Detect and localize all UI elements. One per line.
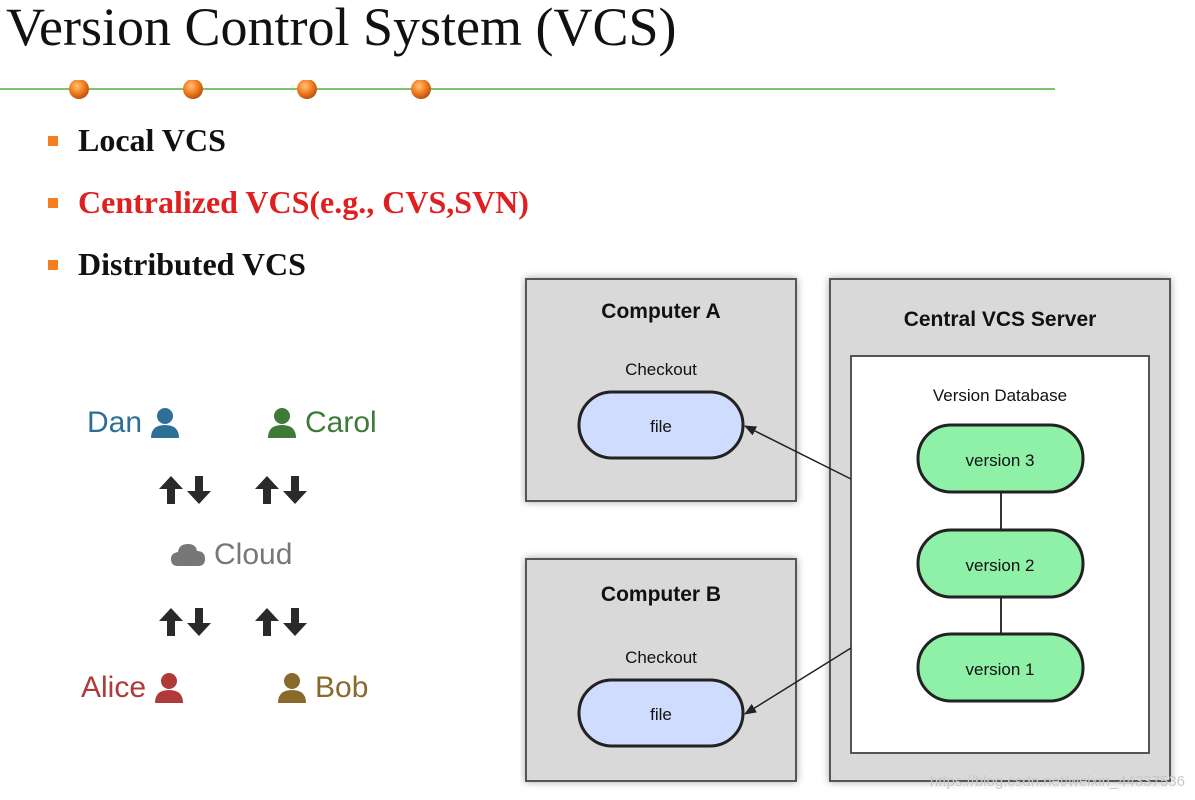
computer-a-file-node <box>577 390 745 460</box>
person-bob: Bob <box>277 671 368 705</box>
arrow-up-icon <box>255 476 279 504</box>
divider-dot <box>297 80 317 99</box>
version-3-node <box>916 423 1085 494</box>
divider-dot <box>411 80 431 99</box>
computer-a-file-label: file <box>650 417 672 436</box>
checkout-arrow-b <box>744 647 852 715</box>
checkout-arrow-a <box>744 425 852 480</box>
bullet-label: Local VCS <box>78 122 226 158</box>
user-icon <box>268 408 296 438</box>
bullet-centralized-vcs: Centralized VCS(e.g., CVS,SVN) <box>48 184 529 246</box>
arrow-up-icon <box>159 476 183 504</box>
central-server-box: Central VCS Server Version Database vers… <box>829 278 1171 782</box>
computer-b-box: Computer B Checkout file <box>525 558 797 782</box>
version-database-label: Version Database <box>933 386 1067 405</box>
computer-b-file-node <box>577 678 745 748</box>
computer-b-file-label: file <box>650 705 672 724</box>
bullet-label: Centralized VCS(e.g., CVS,SVN) <box>78 184 529 220</box>
person-name: Dan <box>87 406 143 439</box>
bullet-local-vcs: Local VCS <box>48 122 529 184</box>
person-name: Carol <box>305 406 377 439</box>
distributed-network-figure: Dan Carol Cloud Alice <box>0 380 480 760</box>
cloud-node: Cloud <box>170 538 292 572</box>
version-1-label: version 1 <box>966 660 1035 679</box>
version-2-node <box>916 528 1085 599</box>
title-divider <box>0 80 1055 99</box>
version-2-label: version 2 <box>966 556 1035 575</box>
divider-dot <box>69 80 89 99</box>
arrow-up-icon <box>255 608 279 636</box>
user-icon <box>155 673 184 703</box>
divider-dot <box>183 80 203 99</box>
computer-b-title: Computer B <box>601 583 721 606</box>
vcs-types-list: Local VCS Centralized VCS(e.g., CVS,SVN)… <box>48 122 529 308</box>
person-carol: Carol <box>267 406 377 440</box>
computer-b-checkout-label: Checkout <box>625 648 697 667</box>
bullet-label: Distributed VCS <box>78 246 306 282</box>
watermark: https://blog.csdn.net/weixin_44337536 <box>929 773 1185 790</box>
bullet-marker <box>48 136 58 146</box>
sync-arrows <box>254 606 308 638</box>
slide-title: Version Control System (VCS) <box>6 0 677 57</box>
person-name: Bob <box>315 671 369 704</box>
sync-arrows <box>254 474 308 506</box>
computer-a-box: Computer A Checkout file <box>525 278 797 502</box>
person-alice: Alice <box>81 671 184 705</box>
bullet-marker <box>48 260 58 270</box>
version-3-label: version 3 <box>966 451 1035 470</box>
arrow-up-icon <box>159 608 183 636</box>
sync-arrows <box>158 474 212 506</box>
user-icon <box>278 673 306 703</box>
sync-arrows <box>158 606 212 638</box>
arrow-down-icon <box>283 476 307 504</box>
cloud-label: Cloud <box>214 538 293 571</box>
computer-a-checkout-label: Checkout <box>625 360 697 379</box>
computer-a-title: Computer A <box>601 300 720 323</box>
person-dan: Dan <box>87 406 180 440</box>
arrow-down-icon <box>283 608 307 636</box>
bullet-marker <box>48 198 58 208</box>
cloud-icon <box>171 544 205 566</box>
server-title: Central VCS Server <box>904 308 1097 331</box>
person-name: Alice <box>81 671 147 704</box>
centralized-vcs-diagram: Computer A Checkout file Computer B Chec… <box>525 278 1171 782</box>
bullet-distributed-vcs: Distributed VCS <box>48 246 529 308</box>
user-icon <box>151 408 180 438</box>
version-1-node <box>916 632 1085 703</box>
arrow-down-icon <box>187 608 211 636</box>
arrow-down-icon <box>187 476 211 504</box>
